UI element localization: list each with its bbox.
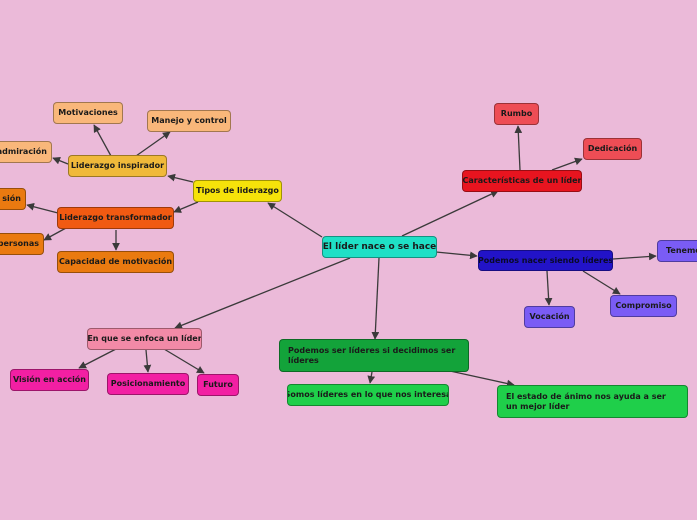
- enfoca-lider-node[interactable]: En que se enfoca un líder: [87, 328, 202, 350]
- liderazgo-inspirador-node[interactable]: Liderazgo inspirador: [68, 155, 167, 177]
- connector-line: [449, 370, 515, 388]
- tipos-liderazgo-node[interactable]: Tipos de liderazgo: [193, 180, 282, 202]
- connector-line: [163, 348, 205, 374]
- connector-line: [43, 227, 67, 241]
- connector-line: [174, 257, 351, 330]
- central-topic-node[interactable]: El líder nace o se hace: [322, 236, 437, 258]
- connector-line: [582, 270, 621, 295]
- tenemos-partial-node[interactable]: Tenemos: [657, 240, 697, 262]
- manejo-control-node[interactable]: Manejo y control: [147, 110, 231, 132]
- connector-line: [551, 157, 583, 171]
- podemos-ser-node[interactable]: Podemos ser líderes si decidimos ser líd…: [279, 339, 469, 372]
- connector-line: [435, 251, 478, 260]
- vocacion-node[interactable]: Vocación: [524, 306, 575, 328]
- podemos-nacer-node[interactable]: Podemos nacer siendo líderes: [478, 250, 613, 271]
- somos-lideres-node[interactable]: Somos líderes en lo que nos interesa: [287, 384, 449, 406]
- motivaciones-node[interactable]: Motivaciones: [53, 102, 123, 124]
- connector-line: [93, 124, 112, 157]
- liderazgo-transformador-node[interactable]: Liderazgo transformador: [57, 207, 174, 229]
- connector-line: [612, 252, 657, 261]
- admiracion-node[interactable]: admiración: [0, 141, 52, 163]
- vision-accion-node[interactable]: Visión en acción: [10, 369, 89, 391]
- connector-line: [544, 270, 553, 306]
- connector-line: [173, 201, 199, 213]
- rumbo-node[interactable]: Rumbo: [494, 103, 539, 125]
- connector-line: [167, 173, 194, 183]
- personas-partial-node[interactable]: personas: [0, 233, 44, 255]
- posicionamiento-node[interactable]: Posicionamiento: [107, 373, 189, 395]
- connector-line: [52, 156, 69, 165]
- connector-line: [26, 202, 59, 214]
- capacidad-motivacion-node[interactable]: Capacidad de motivación: [57, 251, 174, 273]
- compromiso-node[interactable]: Compromiso: [610, 295, 677, 317]
- connector-line: [143, 349, 152, 373]
- connector-line: [514, 125, 523, 171]
- connector-line: [267, 202, 323, 238]
- dedicacion-node[interactable]: Dedicación: [583, 138, 642, 160]
- connector-line: [371, 257, 380, 340]
- connector-line: [135, 131, 171, 157]
- vision-partial-node[interactable]: sión: [0, 188, 26, 210]
- estado-animo-node[interactable]: El estado de ánimo nos ayuda a ser un me…: [497, 385, 688, 418]
- connector-line: [78, 348, 117, 369]
- connector-line: [367, 371, 376, 384]
- caracteristicas-lider-node[interactable]: Características de un líder: [462, 170, 582, 192]
- futuro-node[interactable]: Futuro: [197, 374, 239, 396]
- connector-line: [401, 190, 499, 237]
